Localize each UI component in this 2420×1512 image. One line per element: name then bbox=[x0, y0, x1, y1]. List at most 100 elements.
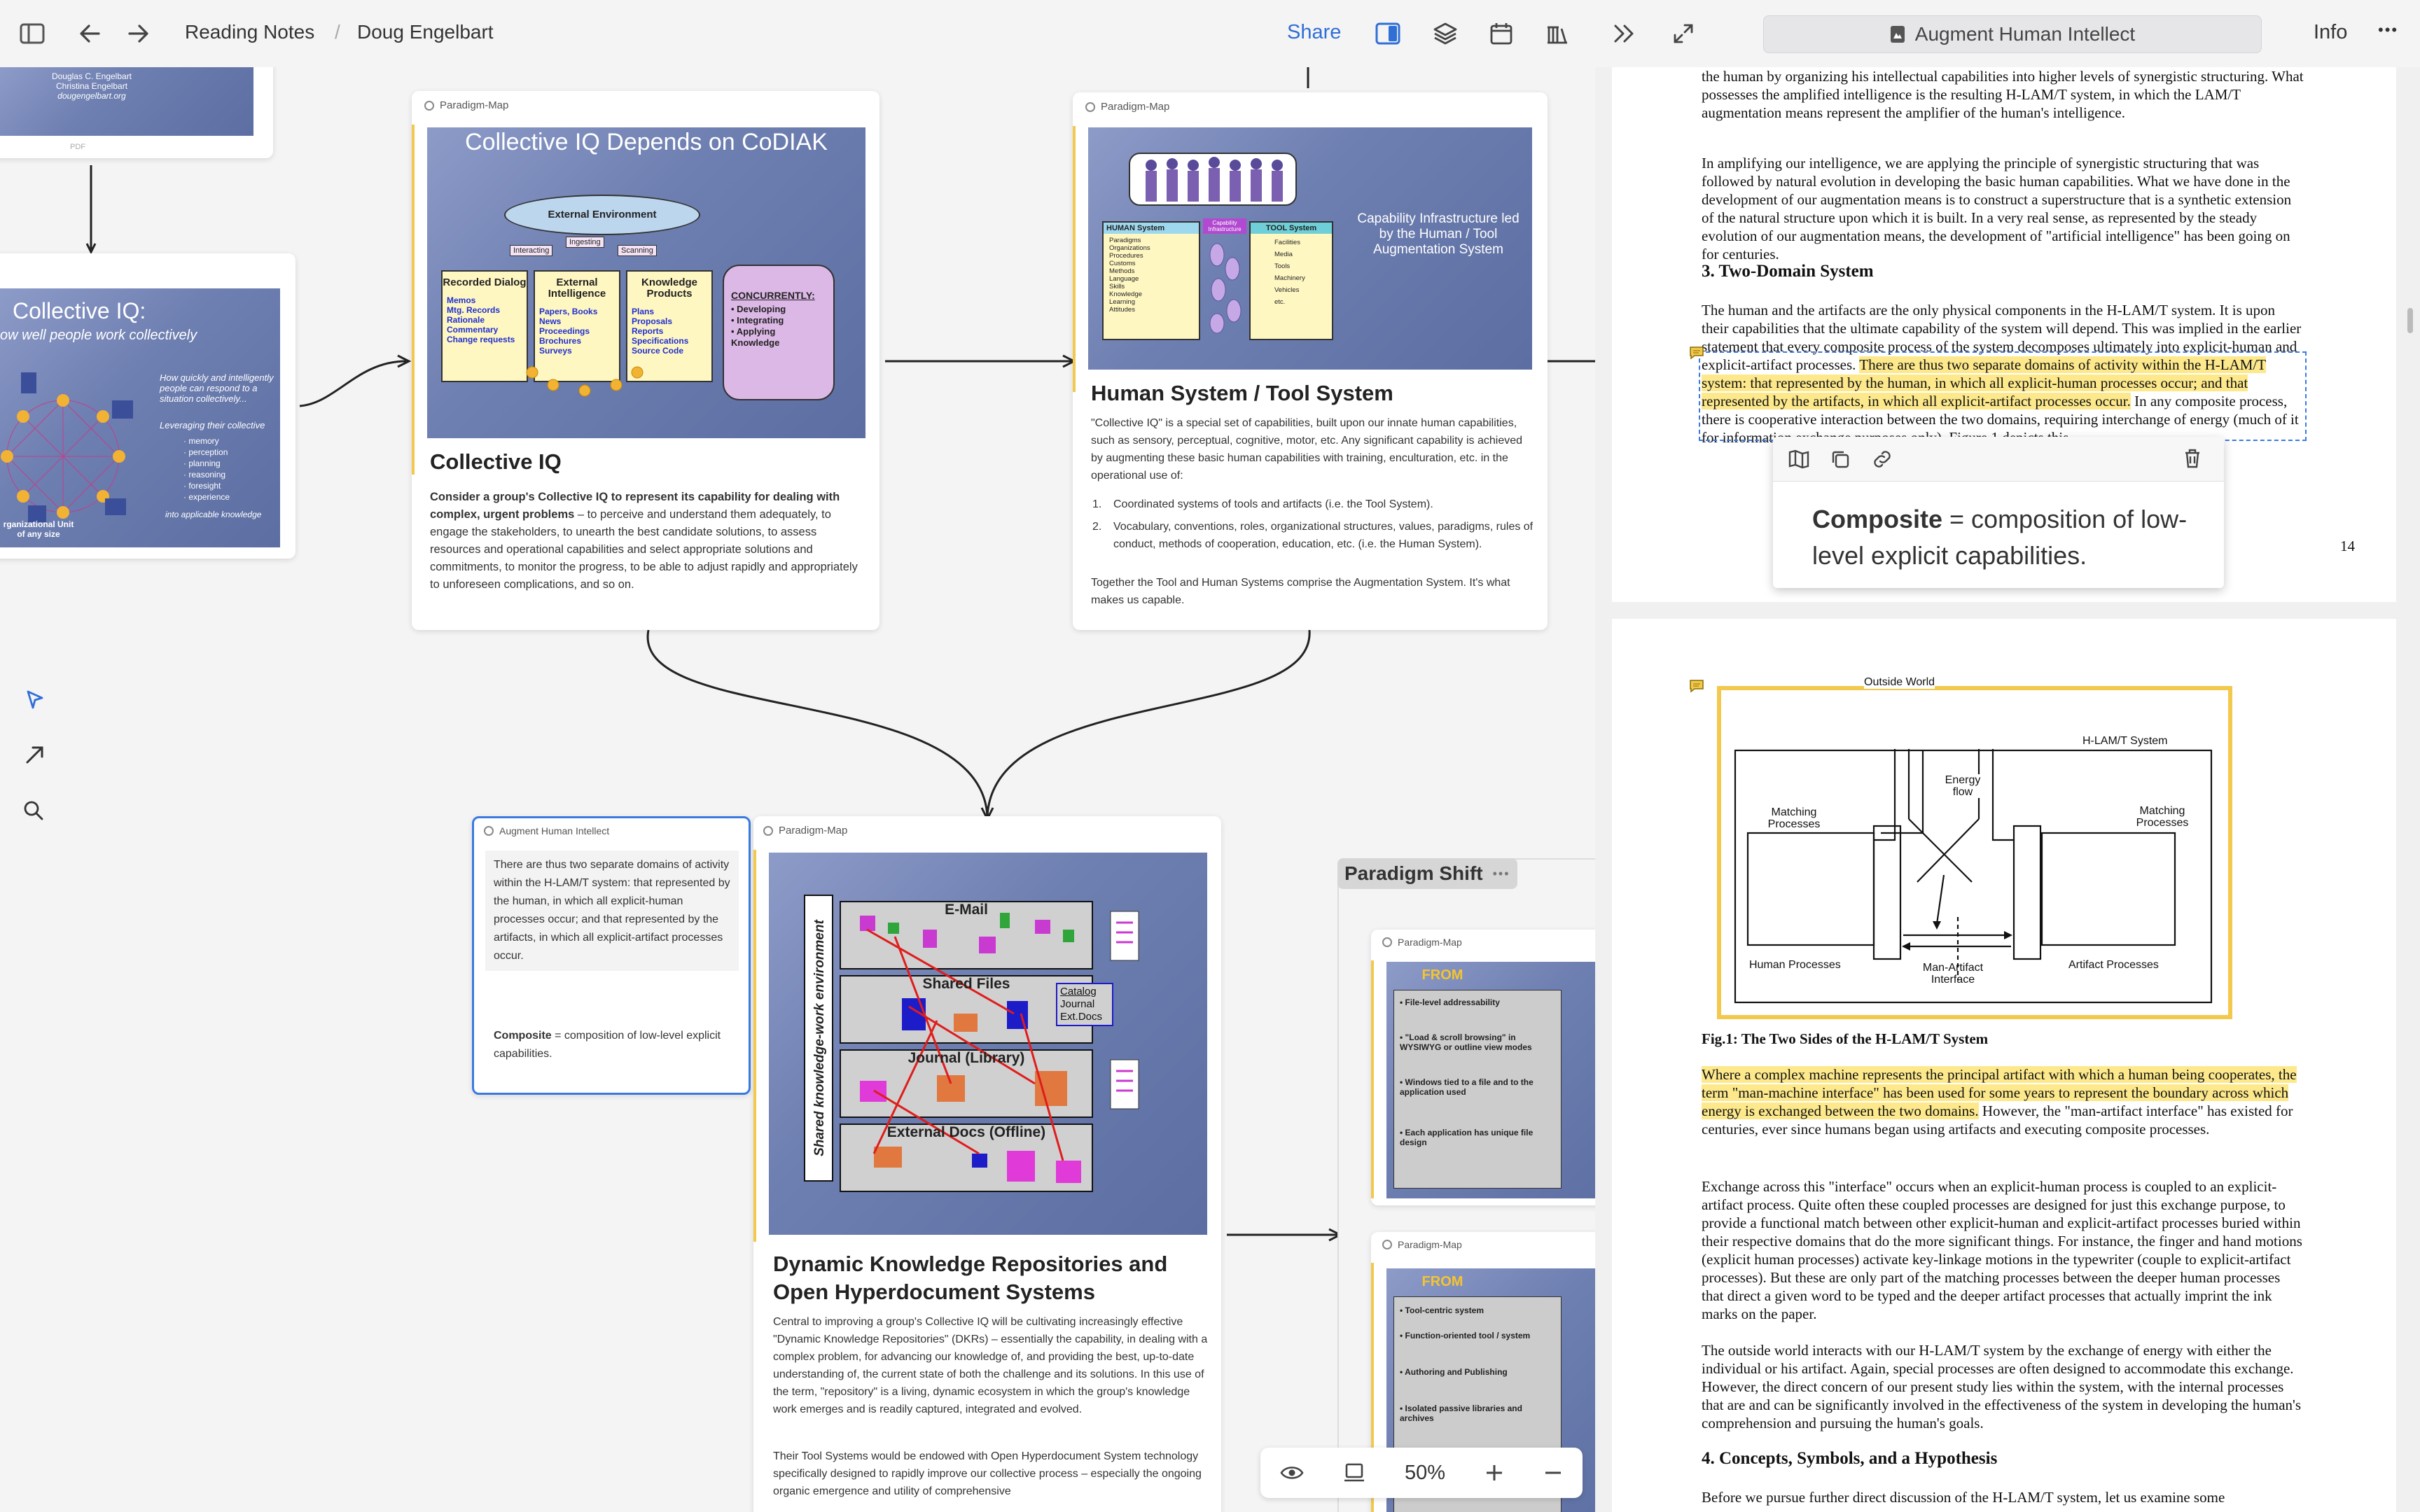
document-panel-header: Augment Human Intellect Info ••• bbox=[1595, 0, 2420, 67]
from-item: • Isolated passive libraries and archive… bbox=[1400, 1404, 1522, 1423]
pdf-paragraph: Before we pursue further direct discussi… bbox=[1702, 1489, 2225, 1506]
pdf-paragraph: The outside world interacts with our H-L… bbox=[1702, 1342, 2301, 1432]
figure-label-energy: Energy flow bbox=[1938, 774, 1987, 798]
card-tag: Paradigm-Map bbox=[1382, 937, 1462, 948]
share-button[interactable]: Share bbox=[1287, 21, 1342, 43]
document-title-field[interactable]: Augment Human Intellect bbox=[1763, 15, 2262, 53]
figure-label-interface: Man-Artifact Interface bbox=[1922, 962, 1984, 986]
from-item: • Each application has unique file desig… bbox=[1400, 1128, 1534, 1147]
back-arrow-icon[interactable] bbox=[76, 20, 104, 48]
more-icon[interactable]: ••• bbox=[1492, 866, 1510, 881]
hlamt-figure bbox=[1734, 749, 2213, 1004]
connector-lines bbox=[85, 67, 1595, 1242]
breadcrumb-reading-notes[interactable]: Reading Notes bbox=[185, 21, 315, 43]
from-item: • "Load & scroll browsing" in WYSIWYG or… bbox=[1400, 1032, 1532, 1052]
slide-into: into applicable knowledge bbox=[165, 510, 262, 519]
codiak-slide: Collective IQ Depends on CoDIAK External… bbox=[427, 127, 865, 438]
from-item: • Function-oriented tool / system bbox=[1400, 1331, 1531, 1340]
people-illustration bbox=[1129, 153, 1297, 206]
collective-iq-card[interactable]: Paradigm-Map Collective IQ Depends on Co… bbox=[412, 91, 879, 630]
tag-icon bbox=[1382, 937, 1392, 947]
annotation-popup[interactable]: Composite = composition of low-level exp… bbox=[1773, 437, 2224, 588]
from-item: • Windows tied to a file and to the appl… bbox=[1400, 1077, 1534, 1097]
quote-source-tag: Augment Human Intellect bbox=[484, 825, 609, 836]
copy-icon[interactable] bbox=[1830, 449, 1850, 469]
pdf-card[interactable]: Douglas C. Engelbart Christina Engelbart… bbox=[0, 67, 273, 158]
expand-icon[interactable] bbox=[1669, 20, 1697, 48]
layer-email: E-Mail bbox=[945, 902, 988, 918]
zoom-out-icon[interactable] bbox=[1543, 1463, 1563, 1483]
slide-bullet: · perception bbox=[183, 447, 228, 457]
pdf-paragraph: the human by organizing his intellectual… bbox=[1702, 68, 2304, 121]
collective-iq-slide-card[interactable]: Collective IQ: ow well people work colle… bbox=[0, 253, 295, 559]
select-tool-icon[interactable] bbox=[21, 686, 49, 714]
dkr-card[interactable]: Paradigm-Map Shared knowledge-work envir… bbox=[753, 816, 1221, 1512]
comment-marker-icon[interactable] bbox=[1689, 346, 1704, 360]
search-icon[interactable] bbox=[20, 797, 48, 825]
annotation-note[interactable]: Composite = composition of low-level exp… bbox=[1812, 505, 2188, 570]
highlight-bar bbox=[753, 850, 756, 1242]
codiak-slide-title: Collective IQ Depends on CoDIAK bbox=[465, 129, 828, 155]
link-icon[interactable] bbox=[1871, 449, 1893, 469]
card-tag: Paradigm-Map bbox=[424, 99, 508, 111]
slide-leverage: Leveraging their collective bbox=[160, 420, 265, 430]
layer-shared-files: Shared Files bbox=[922, 976, 1010, 992]
codiak-box-knowledge-products: Knowledge Products Plans Proposals Repor… bbox=[626, 270, 713, 382]
paradigm-from-card-1[interactable]: Paradigm-Map FROM • File-level addressab… bbox=[1371, 930, 1595, 1205]
card-body-2: Their Tool Systems would be endowed with… bbox=[773, 1450, 1202, 1497]
figure-label-system: H-LAM/T System bbox=[2082, 735, 2168, 747]
forward-arrow-icon[interactable] bbox=[125, 20, 153, 48]
slide-subtitle: ow well people work collectively bbox=[0, 328, 197, 343]
eye-icon[interactable] bbox=[1280, 1464, 1304, 1481]
codiak-ring-dots bbox=[526, 366, 644, 397]
card-list-item: 2.Vocabulary, conventions, roles, organi… bbox=[1092, 521, 1534, 550]
tool-system-box: TOOL System Facilities Media Tools Machi… bbox=[1249, 221, 1333, 340]
pdf-paragraph-highlighted: Where a complex machine represents the p… bbox=[1702, 1066, 2297, 1138]
figure-label-outside-world: Outside World bbox=[1864, 676, 1935, 689]
zoom-level[interactable]: 50% bbox=[1404, 1461, 1445, 1484]
highlight-bar bbox=[412, 125, 415, 475]
hsts-slide-caption: Capability Infrastructure led by the Hum… bbox=[1357, 211, 1520, 257]
quote-card[interactable]: Augment Human Intellect There are thus t… bbox=[472, 816, 751, 1095]
figure-label-artifact: Artifact Processes bbox=[2068, 959, 2159, 971]
slide-side-text: How quickly and intelligently people can… bbox=[160, 372, 274, 404]
layers-icon[interactable] bbox=[1431, 20, 1459, 48]
collapse-panel-icon[interactable] bbox=[1611, 20, 1639, 48]
tag-icon bbox=[763, 825, 773, 836]
comment-marker-icon[interactable] bbox=[1689, 679, 1704, 693]
pdf-label: PDF bbox=[70, 143, 85, 151]
concurrent-item: • Applying Knowledge bbox=[731, 326, 780, 348]
figure-label-matching-right: Matching Processes bbox=[2136, 805, 2189, 829]
pdf-author-2: Christina Engelbart bbox=[55, 81, 128, 91]
panel-layout-icon[interactable] bbox=[1374, 20, 1402, 48]
card-body-intro: "Collective IQ" is a special set of capa… bbox=[1091, 417, 1523, 482]
from-label: FROM bbox=[1421, 1274, 1463, 1289]
book-map-icon[interactable] bbox=[1788, 449, 1809, 469]
pdf-paragraph: Exchange across this "interface" occurs … bbox=[1702, 1178, 2302, 1322]
card-list-item: 1.Coordinated systems of tools and artif… bbox=[1092, 498, 1433, 510]
delete-icon[interactable] bbox=[2183, 448, 2202, 469]
vertical-label-box: Shared knowledge-work environment bbox=[804, 895, 833, 1182]
info-button[interactable]: Info bbox=[2314, 21, 2348, 43]
whiteboard-canvas[interactable]: Douglas C. Engelbart Christina Engelbart… bbox=[0, 67, 1595, 1512]
arrow-tool-icon[interactable] bbox=[21, 741, 49, 769]
library-icon[interactable] bbox=[1543, 20, 1571, 48]
card-title: Human System / Tool System bbox=[1091, 381, 1393, 405]
calendar-icon[interactable] bbox=[1487, 20, 1515, 48]
breadcrumb-doug-engelbart[interactable]: Doug Engelbart bbox=[357, 21, 494, 43]
codiak-tag-scanning: Scanning bbox=[618, 245, 657, 256]
fit-screen-icon[interactable] bbox=[1343, 1462, 1365, 1483]
human-tool-system-card[interactable]: Paradigm-Map HUMAN System Paradigms Orga… bbox=[1073, 92, 1548, 630]
breadcrumb-separator: / bbox=[335, 21, 340, 43]
capability-infrastructure: Capability Infrastructure bbox=[1203, 218, 1246, 342]
slide-bullet: · foresight bbox=[183, 481, 221, 491]
tag-icon bbox=[424, 100, 434, 111]
collective-network-graphic bbox=[1, 372, 133, 522]
scrollbar-thumb[interactable] bbox=[2407, 308, 2413, 333]
zoom-in-icon[interactable] bbox=[1484, 1463, 1504, 1483]
codiak-concurrently-box: CONCURRENTLY: • Developing • Integrating… bbox=[723, 265, 835, 400]
paradigm-shift-header[interactable]: Paradigm Shift ••• bbox=[1337, 858, 1517, 889]
sidebar-toggle-icon[interactable] bbox=[18, 21, 46, 46]
dkr-layers-graphic bbox=[840, 901, 1139, 1192]
more-options-icon[interactable]: ••• bbox=[2378, 21, 2399, 38]
